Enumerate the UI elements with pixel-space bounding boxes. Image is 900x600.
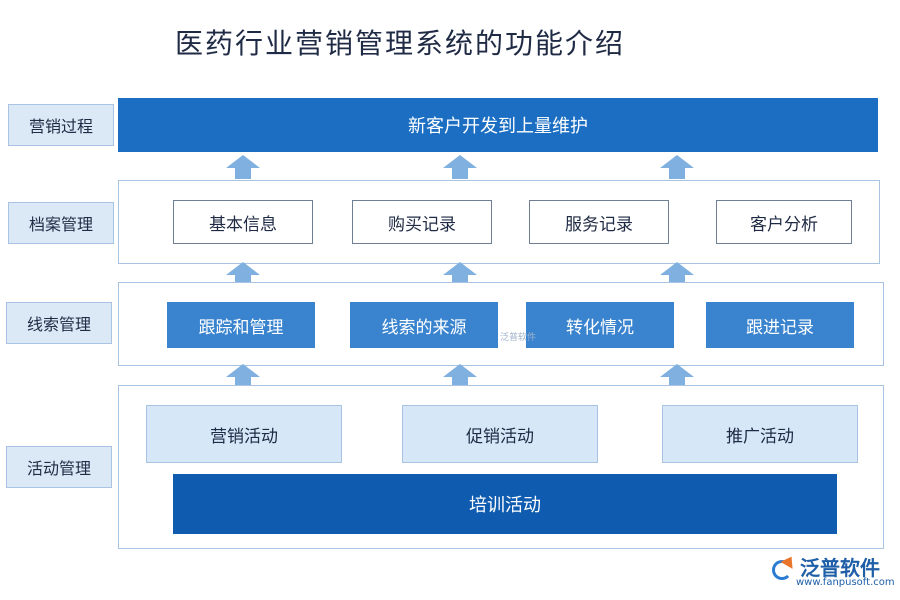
up-arrow-icon xyxy=(226,262,260,286)
up-arrow-icon xyxy=(660,155,694,179)
up-arrow-icon xyxy=(226,364,260,388)
side-label-marketing-process: 营销过程 xyxy=(8,104,114,146)
activity-item-advertising: 推广活动 xyxy=(662,405,858,463)
activity-item-promotion: 促销活动 xyxy=(402,405,598,463)
brand-name: 泛普软件 xyxy=(800,556,880,580)
up-arrow-icon xyxy=(443,364,477,388)
archive-item-service-records: 服务记录 xyxy=(529,200,669,244)
process-bar: 新客户开发到上量维护 xyxy=(118,98,878,152)
lead-item-follow-up: 跟进记录 xyxy=(706,302,854,348)
fanpu-logo-icon xyxy=(770,554,796,580)
brand-url: www.fanpusoft.com xyxy=(796,577,895,588)
up-arrow-icon xyxy=(443,155,477,179)
activity-item-marketing: 营销活动 xyxy=(146,405,342,463)
side-label-activity-management: 活动管理 xyxy=(6,446,112,488)
lead-item-source: 线索的来源 xyxy=(350,302,498,348)
page-title: 医药行业营销管理系统的功能介绍 xyxy=(175,27,626,60)
side-label-lead-management: 线索管理 xyxy=(6,302,112,344)
archive-item-purchase-records: 购买记录 xyxy=(352,200,492,244)
side-label-archive-management: 档案管理 xyxy=(8,202,114,244)
archive-item-basic-info: 基本信息 xyxy=(173,200,313,244)
up-arrow-icon xyxy=(443,262,477,286)
watermark: 泛普软件 xyxy=(500,333,537,343)
activity-item-training: 培训活动 xyxy=(173,474,837,534)
lead-item-tracking: 跟踪和管理 xyxy=(167,302,315,348)
lead-item-conversion: 转化情况 xyxy=(526,302,674,348)
up-arrow-icon xyxy=(226,155,260,179)
brand-logo: 泛普软件 xyxy=(770,552,880,581)
up-arrow-icon xyxy=(660,262,694,286)
up-arrow-icon xyxy=(660,364,694,388)
archive-item-customer-analysis: 客户分析 xyxy=(716,200,852,244)
